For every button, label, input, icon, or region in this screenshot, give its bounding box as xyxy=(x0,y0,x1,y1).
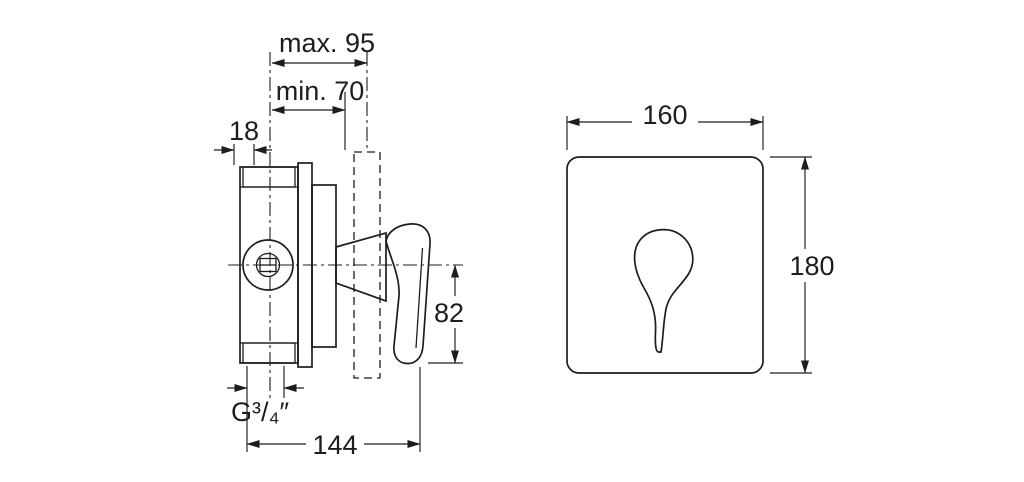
body-boss-circle xyxy=(242,239,294,291)
cartridge xyxy=(297,162,387,368)
mask-160 xyxy=(632,97,698,131)
dim-label-max-95: max. 95 xyxy=(279,28,375,58)
front-dimensions: 160 180 xyxy=(566,97,841,374)
mask-180 xyxy=(783,249,841,282)
valve-stem xyxy=(335,231,387,303)
side-view: max. 95 min. 70 18 82 G³/₄″ 144 xyxy=(214,28,468,460)
dim-label-min-70: min. 70 xyxy=(276,76,365,106)
centerlines xyxy=(228,52,463,398)
handle-outline xyxy=(385,223,431,365)
dim-label-18: 18 xyxy=(229,116,259,146)
dim-label-82: 82 xyxy=(434,298,464,328)
mask-144 xyxy=(306,428,364,460)
handle-lever-side xyxy=(385,223,431,365)
mask-82 xyxy=(430,296,468,328)
dim-label-180: 180 xyxy=(789,251,834,281)
side-dimensions: max. 95 min. 70 18 82 G³/₄″ 144 xyxy=(214,28,468,460)
escutcheon-plate xyxy=(566,156,764,374)
bottom-inlet-fitting xyxy=(242,342,296,364)
wall-section-dashed xyxy=(353,151,381,379)
handle-front xyxy=(633,228,694,353)
handle-inner-line xyxy=(415,247,424,349)
screw-circle xyxy=(255,252,281,278)
thread-label-g34: G³/₄″ xyxy=(231,397,290,427)
top-inlet-fitting xyxy=(242,166,296,188)
dim-label-160: 160 xyxy=(642,100,687,130)
dim-label-144: 144 xyxy=(312,430,357,460)
front-view: 160 180 xyxy=(566,97,841,374)
cartridge-ribs xyxy=(311,184,337,348)
